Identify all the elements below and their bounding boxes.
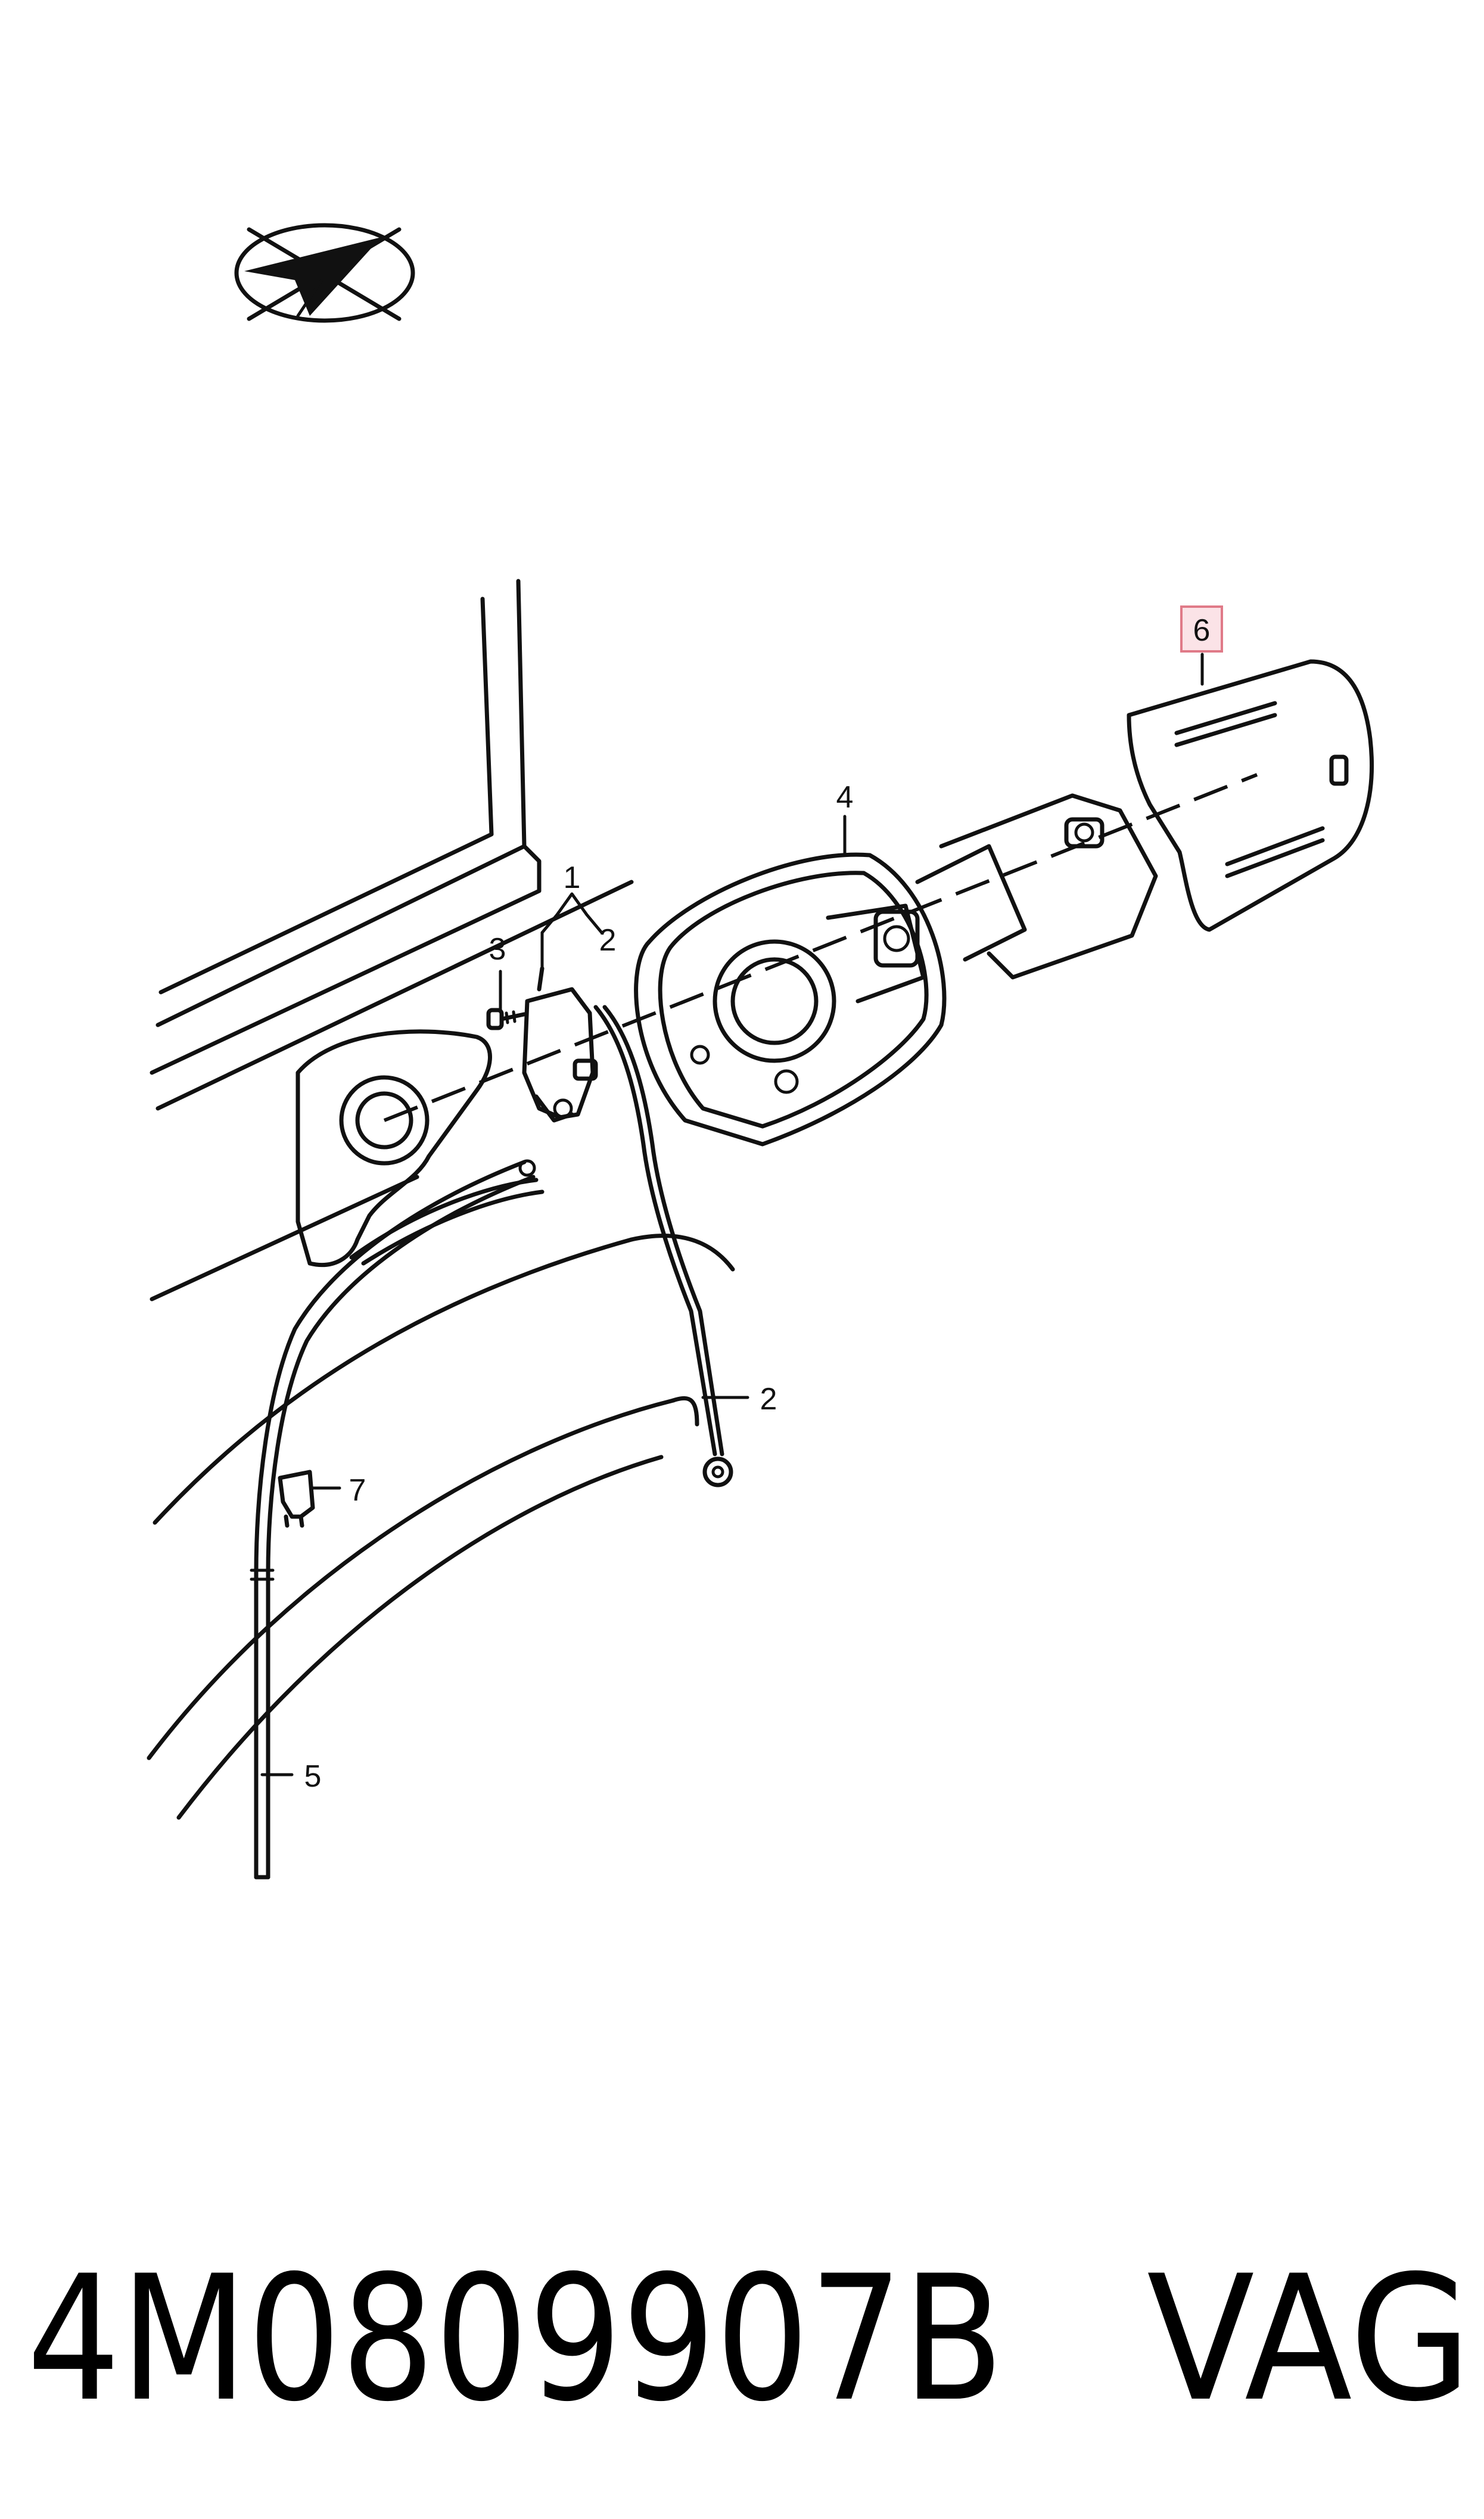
callout-6[interactable]: 6 [1193, 613, 1211, 648]
flap-actuator [522, 966, 598, 1123]
callout-3[interactable]: 3 [489, 932, 506, 967]
callout-4[interactable]: 4 [836, 780, 854, 815]
wheel-arch [147, 1234, 735, 1820]
hinge-arm [915, 793, 1158, 980]
callout-7[interactable]: 7 [349, 1473, 366, 1508]
drain-hose [250, 1159, 536, 1880]
callout-6-highlight [1180, 605, 1223, 653]
callout-leaders [260, 653, 1204, 1776]
callout-2-upper[interactable]: 2 [599, 923, 617, 958]
body-panel [150, 579, 634, 1302]
assembly-axis [383, 773, 1258, 1122]
callout-2-lower[interactable]: 2 [760, 1382, 777, 1417]
part-number: 4M0809907B [27, 2239, 1004, 2440]
fuel-flap-cover [1127, 659, 1374, 932]
callout-5[interactable]: 5 [304, 1759, 322, 1794]
filler-housing [295, 1029, 545, 1268]
brand-label: VAG [1147, 2239, 1471, 2440]
logo-icon [234, 223, 415, 323]
filler-flap-hinge [634, 852, 947, 1147]
hose-clip [278, 1470, 315, 1528]
screw [486, 1008, 527, 1030]
ground-wire [593, 1005, 733, 1487]
callout-1[interactable]: 1 [564, 861, 581, 895]
